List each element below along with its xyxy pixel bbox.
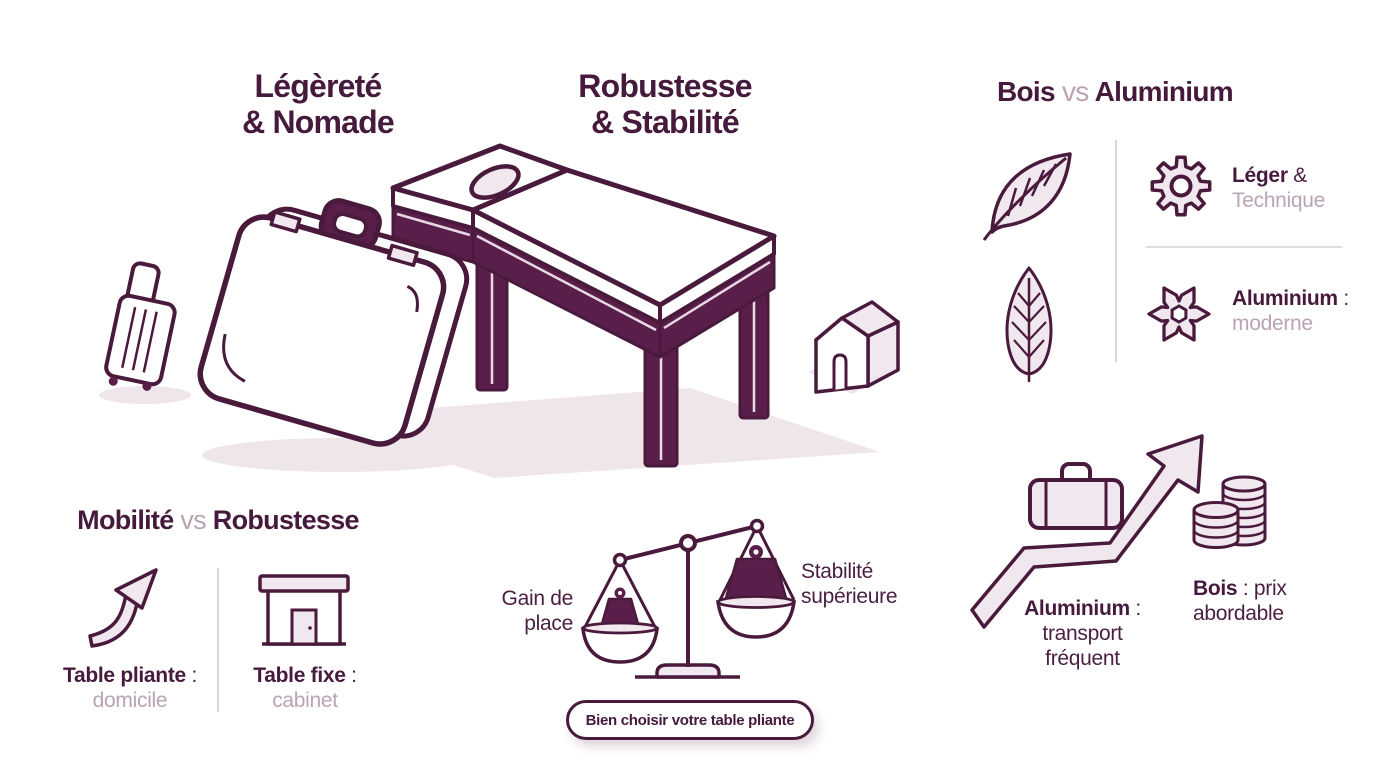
trend-arrow-icon — [970, 434, 1204, 629]
material-right-label: Aluminium — [1094, 76, 1234, 107]
heading-line: & Stabilité — [591, 104, 739, 140]
caption-line2: domicile — [92, 689, 168, 712]
balance-scale-icon — [581, 518, 797, 679]
material-left-label: Bois — [996, 76, 1056, 107]
mobility-right-label: Robustesse — [212, 505, 360, 535]
caption-table-fixe: Table fixe : cabinet — [225, 663, 385, 713]
material-row-line2: moderne — [1232, 312, 1313, 335]
leaf-icon — [982, 152, 1072, 241]
caption-line1: Aluminium : — [1024, 597, 1141, 620]
growth-arrow-icon — [88, 568, 158, 648]
caption-line2: cabinet — [272, 689, 338, 712]
heading-line: Robustesse — [578, 68, 752, 104]
aluminium-knot-icon — [1147, 286, 1211, 342]
caption-bois-prix: Bois : prix abordable — [1193, 576, 1323, 626]
caption-line2: abordable — [1193, 602, 1284, 625]
caption-aluminium-transport: Aluminium : transport fréquent — [1005, 596, 1160, 671]
massage-case-icon — [197, 198, 470, 447]
caption-line1: Bois : prix — [1193, 577, 1287, 600]
storefront-icon — [258, 574, 350, 646]
briefcase-icon — [1028, 462, 1124, 530]
caption-line3: fréquent — [1045, 647, 1120, 670]
heading-line: Légèreté — [254, 68, 383, 104]
heading-bois-vs-aluminium: Bois vs Aluminium — [960, 76, 1270, 108]
material-row-line2: Technique — [1232, 189, 1326, 212]
heading-line: & Nomade — [242, 104, 395, 140]
cta-badge[interactable]: Bien choisir votre table pliante — [566, 700, 814, 740]
materials-row-divider — [1146, 246, 1342, 248]
mobility-divider — [217, 568, 219, 712]
vs-label: vs — [180, 505, 206, 535]
heading-robustesse-stabilite: Robustesse & Stabilité — [520, 68, 810, 140]
leaf-vertical-icon — [1005, 266, 1053, 382]
house-icon — [814, 300, 900, 394]
rolling-suitcase-icon — [104, 261, 177, 391]
massage-table-icon — [390, 143, 777, 468]
caption-line1: Table fixe : — [253, 664, 357, 687]
caption-line2: transport — [1042, 622, 1123, 645]
coins-icon — [1192, 475, 1267, 549]
material-row-line1: Léger & — [1232, 164, 1307, 187]
heading-mobilite-vs-robustesse: Mobilité vs Robustesse — [60, 504, 376, 536]
gear-icon — [1150, 155, 1212, 217]
vs-label: vs — [1061, 76, 1089, 107]
label-gain-de-place: Gain de place — [501, 587, 574, 635]
cta-label: Bien choisir votre table pliante — [585, 711, 795, 729]
material-row-aluminium: Aluminium : moderne — [1232, 286, 1372, 336]
materials-divider — [1115, 140, 1117, 362]
mobility-left-label: Mobilité — [77, 505, 174, 535]
caption-line1: Table pliante : — [63, 664, 197, 687]
material-row-leger: Léger & Technique — [1232, 163, 1362, 213]
heading-legerete-nomade: Légèreté & Nomade — [178, 68, 458, 140]
label-stabilite-superieure: Stabilité supérieure — [801, 560, 898, 608]
caption-table-pliante: Table pliante : domicile — [40, 663, 220, 713]
material-row-line1: Aluminium : — [1232, 287, 1349, 310]
